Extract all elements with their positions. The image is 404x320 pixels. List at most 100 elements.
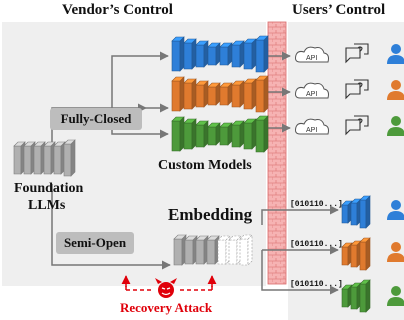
foundation-label-line1: Foundation <box>14 181 84 196</box>
layer-block <box>195 124 205 148</box>
layer-block <box>191 38 197 70</box>
layer-block <box>191 78 197 110</box>
layer-block <box>243 38 257 44</box>
layer-block <box>359 283 367 313</box>
layer-block <box>219 86 229 106</box>
layer-block <box>183 82 193 110</box>
layer-block <box>43 141 56 147</box>
layer-block <box>217 239 227 265</box>
person-icon <box>387 200 404 220</box>
layer-block <box>243 78 257 84</box>
layer-block <box>173 234 187 240</box>
layer-block <box>217 235 231 241</box>
layer-block <box>23 145 32 175</box>
layer-block <box>251 78 257 110</box>
layer-block <box>359 195 371 201</box>
embedding-model-blocks <box>173 234 253 266</box>
layer-block <box>203 120 209 148</box>
layer-block <box>341 242 353 248</box>
layer-block <box>171 80 181 112</box>
cloud-api-icon <box>295 46 329 63</box>
layer-block <box>207 126 217 146</box>
layer-block <box>243 82 253 110</box>
layer-block <box>263 115 269 153</box>
layer-block <box>183 122 193 150</box>
layer-block <box>219 42 233 48</box>
vendor-control-header: Vendor’s Control <box>62 2 173 18</box>
layer-block <box>206 235 220 241</box>
layer-block <box>255 35 269 41</box>
person-icon <box>387 286 404 306</box>
user-model-green <box>341 279 371 313</box>
layer-block <box>13 145 22 175</box>
embedding-code-3: [010110...] <box>290 280 343 289</box>
layer-block <box>365 279 371 313</box>
person-icon <box>387 242 404 262</box>
api-row-2: API <box>295 82 329 99</box>
cloud-api-icon <box>295 82 329 99</box>
layer-block <box>239 120 245 148</box>
layer-block <box>228 239 238 265</box>
layer-block <box>255 79 265 113</box>
layer-block <box>219 46 229 66</box>
layer-block <box>365 195 371 229</box>
layer-block <box>203 80 209 108</box>
layer-block <box>173 238 183 266</box>
layer-block <box>231 120 245 126</box>
chat-bubble-icon <box>345 43 369 64</box>
layer-block <box>70 139 76 177</box>
layer-block <box>33 145 42 175</box>
devil-icon <box>155 278 177 298</box>
layer-block <box>255 39 265 73</box>
layer-block <box>171 116 185 122</box>
firewall-wall <box>267 21 287 285</box>
layer-block <box>195 40 209 46</box>
layer-block <box>191 118 197 150</box>
layer-block <box>63 143 72 177</box>
custom-model-blue <box>171 35 269 73</box>
layer-block <box>263 75 269 113</box>
chat-bubble-icon <box>345 115 369 136</box>
layer-block <box>171 36 185 42</box>
layer-block <box>171 120 181 152</box>
custom-model-green <box>171 115 269 153</box>
layer-block <box>239 80 245 108</box>
layer-block <box>359 237 371 243</box>
chat-bubble-icon <box>345 79 369 100</box>
user-model-blue <box>341 195 371 229</box>
layer-block <box>359 279 371 285</box>
layer-block <box>195 44 205 68</box>
person-icon <box>387 116 404 136</box>
layer-block <box>243 122 253 150</box>
layer-block <box>53 141 66 147</box>
layer-block <box>350 286 358 310</box>
layer-block <box>231 124 241 148</box>
api-row-3: API <box>295 118 329 135</box>
layer-block <box>183 78 197 84</box>
layer-block <box>255 119 265 153</box>
layer-block <box>243 118 257 124</box>
user-model-orange <box>341 237 371 271</box>
layer-block <box>350 244 358 268</box>
layer-block <box>206 239 216 265</box>
layer-block <box>23 141 36 147</box>
api-text: API <box>306 55 317 62</box>
embedding-code-2: [010110...] <box>290 240 343 249</box>
layer-block <box>171 40 181 72</box>
layer-block <box>179 76 185 112</box>
layer-block <box>219 122 233 128</box>
layer-block <box>195 80 209 86</box>
layer-block <box>359 199 367 229</box>
users-control-header: Users’ Control <box>292 2 386 18</box>
layer-block <box>243 42 253 70</box>
layer-block <box>183 38 197 44</box>
layer-block <box>231 40 245 46</box>
api-text: API <box>306 127 317 134</box>
layer-block <box>43 145 52 175</box>
layer-block <box>341 284 353 290</box>
layer-block <box>179 116 185 152</box>
layer-block <box>231 84 241 108</box>
layer-block <box>341 204 349 224</box>
layer-block <box>179 36 185 72</box>
